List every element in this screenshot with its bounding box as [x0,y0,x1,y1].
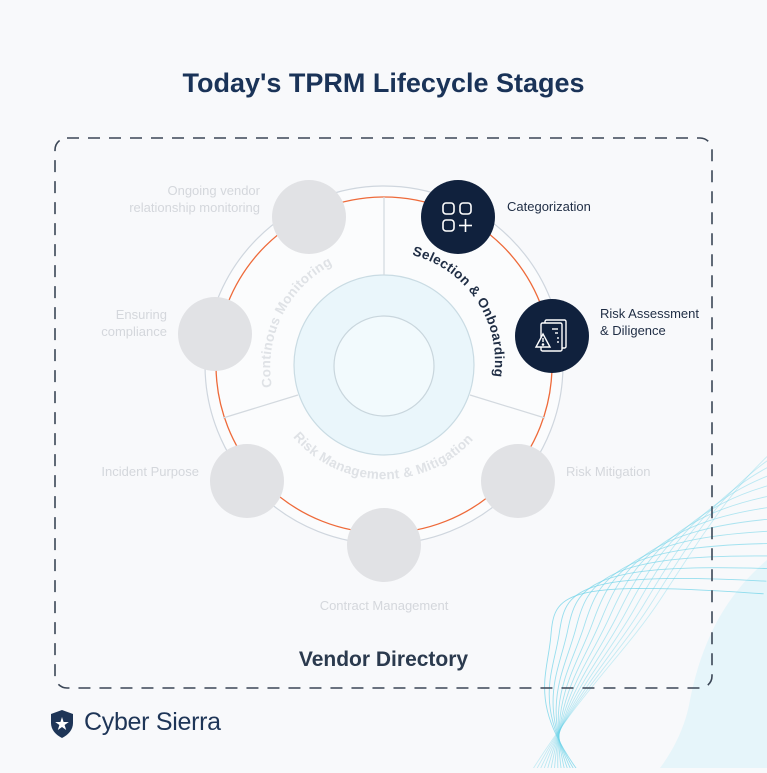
topo-contour-line [553,507,767,773]
page-title: Today's TPRM Lifecycle Stages [182,68,585,98]
document-warning-icon [534,319,567,352]
stage-label-contract-management: Contract Management [319,598,449,613]
topo-contour-line [542,475,767,773]
divider-left [222,394,299,419]
topo-contour-line [549,496,767,773]
node-risk-assessment[interactable] [515,299,589,373]
node-incident-purpose [210,444,284,518]
node-contract-management [347,508,421,582]
node-ensuring-compliance [178,297,252,371]
divider-right [469,394,546,419]
stage-label-incident-purpose: Incident Purpose [101,464,199,479]
topo-contour-line [558,530,767,773]
shield-star-icon [51,710,73,738]
node-ongoing-monitoring [272,180,346,254]
stage-label-ongoing-monitoring: Ongoing vendor relationship monitoring [129,183,260,215]
grid-plus-icon [442,202,472,232]
topo-fill [660,560,767,768]
topo-contour-line [548,578,767,773]
vendor-directory-label: Vendor Directory [298,648,469,671]
topographic-decoration [529,455,767,773]
stage-label-ensuring-compliance: Ensuring compliance [101,307,167,339]
topo-contour-line [529,455,767,773]
node-categorization[interactable] [421,180,495,254]
topo-contour-line [552,567,767,773]
vendor-directory-frame [54,137,713,689]
node-risk-mitigation [481,444,555,518]
brand-name: Cyber Sierra [84,708,221,736]
topo-contour-line [557,519,767,773]
topo-contour-line [557,543,767,773]
core-circle [333,315,435,417]
stage-label-categorization: Categorization [507,199,591,214]
topo-contour-line [544,587,764,773]
topo-contour-line [538,467,767,773]
stage-label-risk-assessment: Risk Assessment & Diligence [600,306,699,338]
topo-contour-line [555,555,767,773]
stage-label-risk-mitigation: Risk Mitigation [566,464,651,479]
topo-contour-line [534,460,767,773]
